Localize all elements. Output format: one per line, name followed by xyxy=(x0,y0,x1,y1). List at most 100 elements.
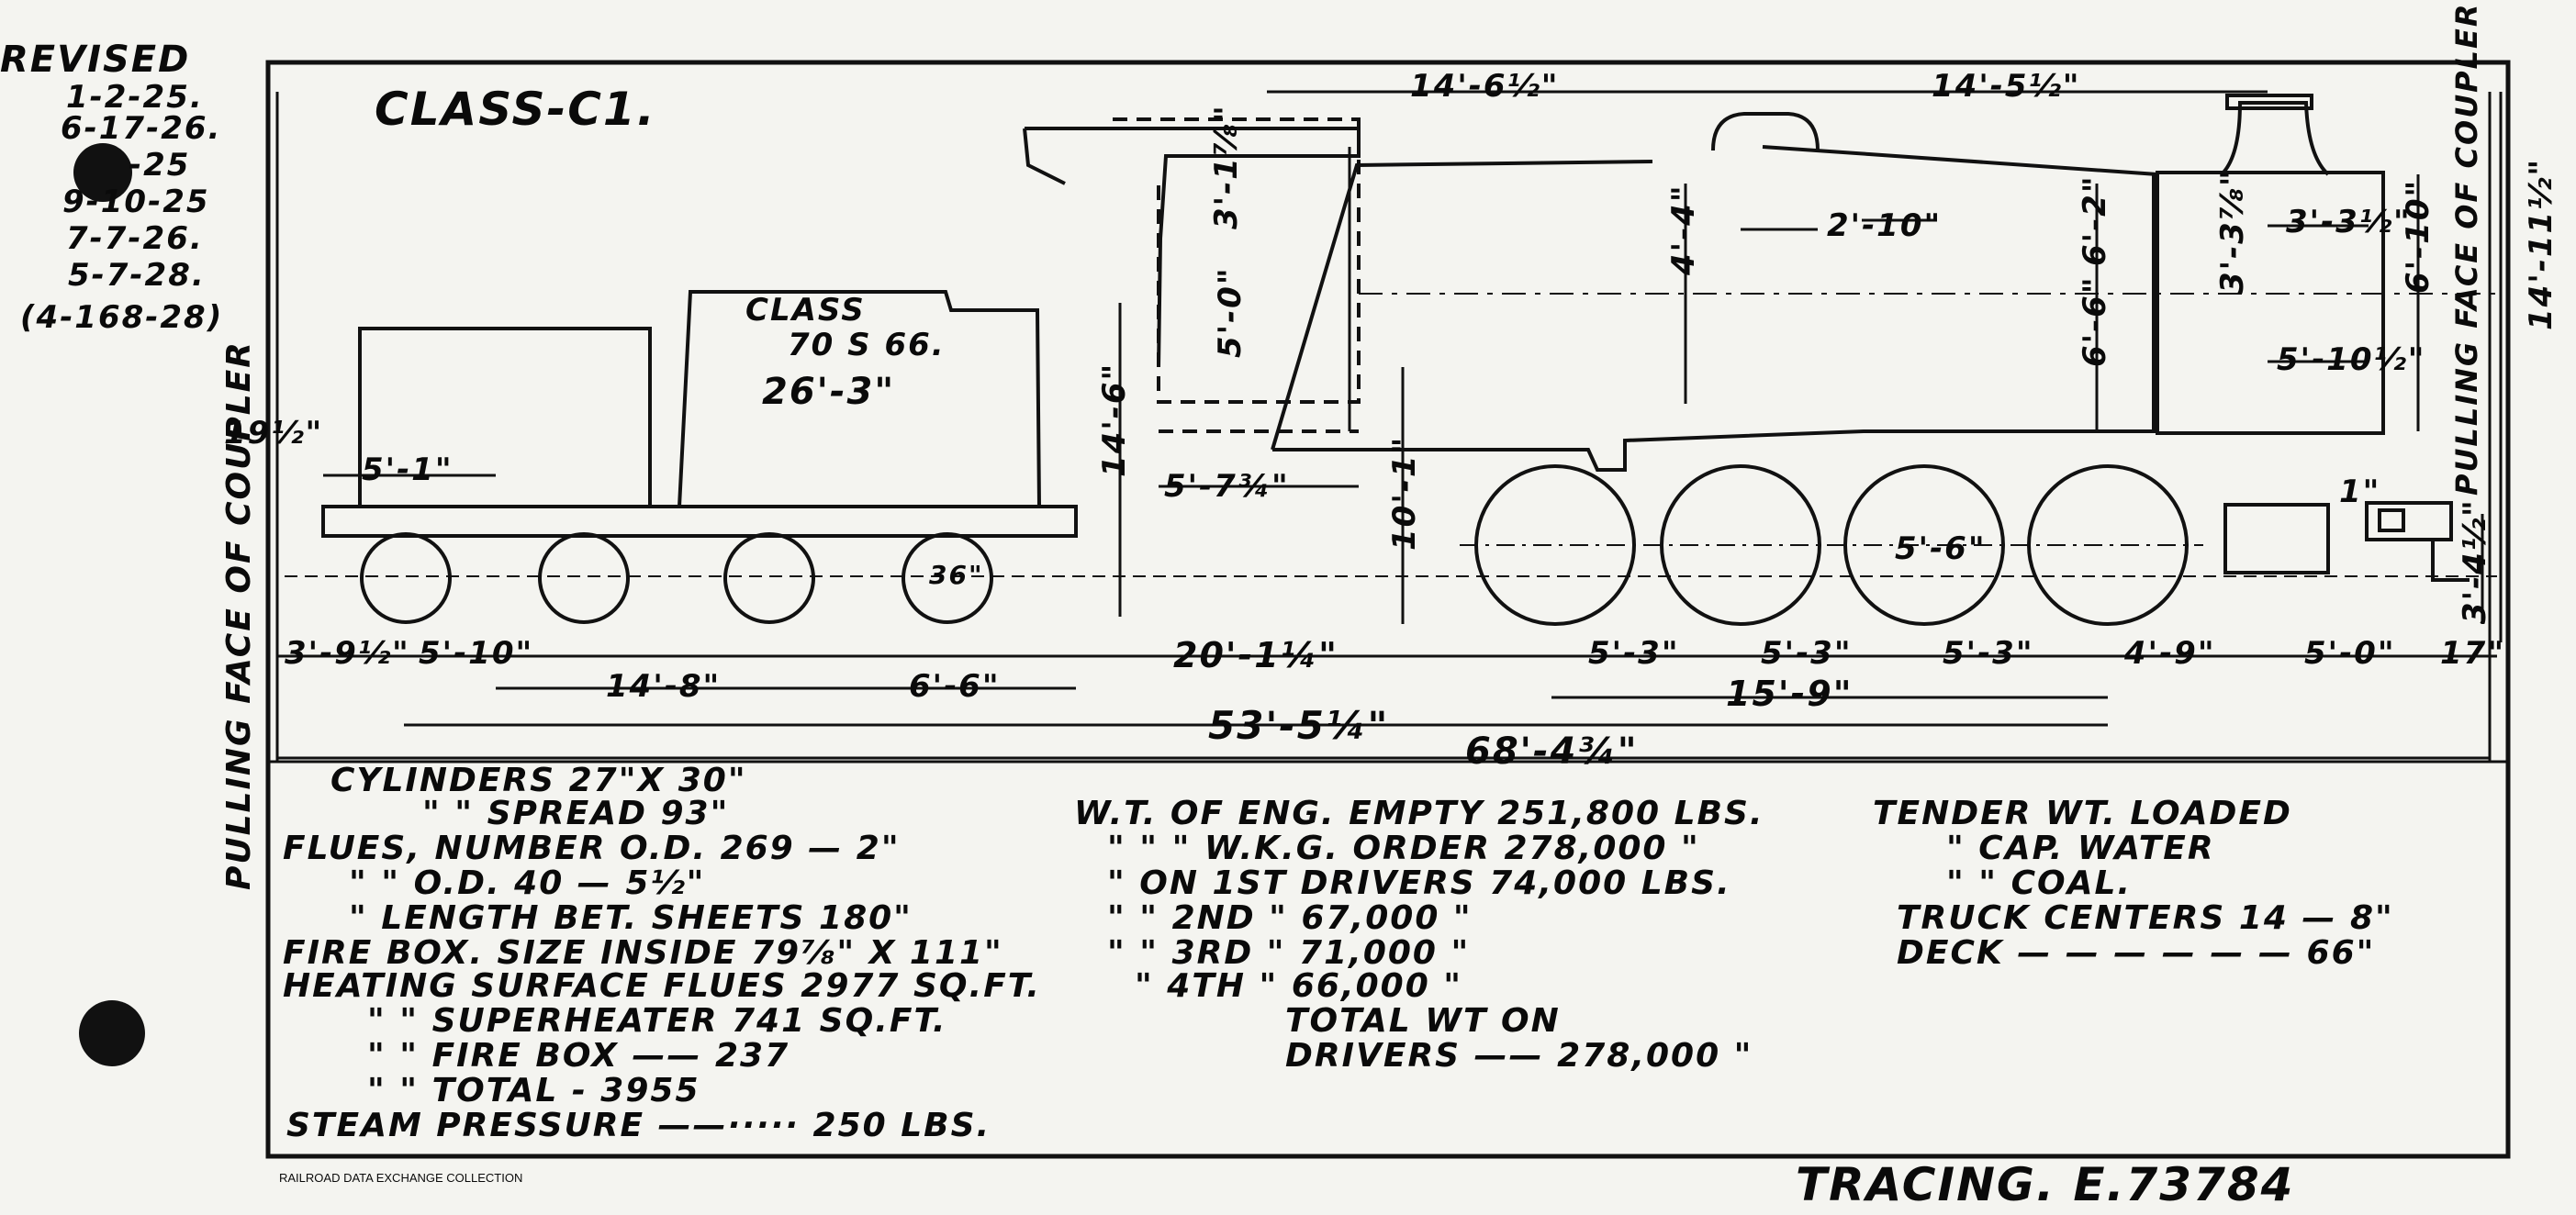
dim-label: 10'-1" xyxy=(1386,435,1423,551)
tender-front-body xyxy=(358,327,652,508)
ink-blot xyxy=(79,1000,145,1066)
dim-label: 5'-10" xyxy=(419,635,534,672)
revision-date: 5-7-28. xyxy=(68,257,206,294)
dim-label: 3'-1⅞" xyxy=(1208,104,1245,229)
spec-line: TOTAL WT ON xyxy=(1285,1002,1561,1040)
dim-label: 5'-6" xyxy=(1895,530,1987,567)
spec-line: " 4TH " 66,000 " xyxy=(1135,967,1463,1005)
tender xyxy=(321,290,1078,624)
cab-window xyxy=(1023,128,1066,185)
spec-line: " " COAL. xyxy=(1946,864,2133,902)
revision-date: (4-168-28) xyxy=(20,299,224,336)
tracing-number: TRACING. E.73784 xyxy=(1796,1158,2295,1211)
spec-line: " " 3RD " 71,000 " xyxy=(1107,934,1471,972)
dim-label: 17" xyxy=(2440,635,2506,672)
dim-label: 15'-9" xyxy=(1726,674,1854,714)
dim-label: 36" xyxy=(929,560,984,590)
firebox-front xyxy=(1271,160,1653,451)
revision-date: 7-7-26. xyxy=(66,220,204,257)
spec-line: " " 2ND " 67,000 " xyxy=(1107,899,1473,937)
spec-line: CYLINDERS 27"X 30" xyxy=(330,762,747,799)
dim-label: 5'-3" xyxy=(1761,635,1853,672)
spec-line: STEAM PRESSURE ——····· 250 LBS. xyxy=(286,1107,991,1144)
dim-label: 14'-6" xyxy=(1096,362,1133,477)
spec-line: " CAP. WATER xyxy=(1946,830,2215,867)
spec-line: FIRE BOX. SIZE INSIDE 79⅞" X 111" xyxy=(283,934,1003,972)
spec-line: TENDER WT. LOADED xyxy=(1873,795,2292,832)
spec-line: " LENGTH BET. SHEETS 180" xyxy=(349,899,913,937)
coupler-face-label-right: PULLING FACE OF COUPLER xyxy=(2449,2,2484,496)
dim-label: 1" xyxy=(2339,474,2381,510)
dim-label: 5'-7¾" xyxy=(1164,468,1290,505)
spec-line: " " SUPERHEATER 741 SQ.FT. xyxy=(367,1002,947,1040)
coupler xyxy=(2378,508,2405,532)
dim-label: 6'-6" xyxy=(909,668,1001,705)
pilot-step xyxy=(2431,540,2470,582)
dim-label: 4'-9" xyxy=(2124,635,2216,672)
boiler xyxy=(1271,94,2497,472)
revision-date: 6-17-26. xyxy=(61,110,222,147)
stack xyxy=(2220,101,2330,176)
cab-roof xyxy=(1025,127,1361,368)
tender-class-label: CLASS xyxy=(745,292,866,329)
spec-line: " " O.D. 40 — 5½" xyxy=(349,864,706,902)
dim-label: 20'-1¼" xyxy=(1173,635,1338,675)
spec-line: DECK — — — — — — 66" xyxy=(1897,934,2376,972)
spec-line: " " FIRE BOX —— 237 xyxy=(367,1037,790,1075)
revision-date: -25 xyxy=(129,147,191,184)
cylinder xyxy=(2223,503,2330,574)
dim-label: 5'-10½" xyxy=(2277,341,2426,378)
spec-line: DRIVERS —— 278,000 " xyxy=(1285,1037,1753,1075)
drawing-border xyxy=(265,60,2511,1159)
revision-date: 9-10-25 xyxy=(62,184,210,220)
dim-label: 14'-6½" xyxy=(1410,68,1560,105)
boiler-outline xyxy=(1272,145,2159,472)
pilot-beam xyxy=(2365,501,2453,541)
spec-line: " " SPREAD 93" xyxy=(422,795,730,832)
dim-label: 6'-2" xyxy=(2077,174,2113,266)
tender-wheel xyxy=(360,532,452,624)
tender-frame xyxy=(321,505,1078,538)
spec-line: " " TOTAL - 3955 xyxy=(367,1072,700,1109)
dim-label: 53'-5¼" xyxy=(1208,703,1390,748)
dim-label: 14'-5½" xyxy=(1932,68,2081,105)
tender-rear-body xyxy=(677,290,1042,508)
dim-label: 5'-0" xyxy=(2304,635,2396,672)
dim-label: 68'-4¾" xyxy=(1465,730,1639,773)
class-title: CLASS-C1. xyxy=(375,83,656,136)
revision-heading: REVISED xyxy=(0,39,191,81)
dim-label: 5'-3" xyxy=(1588,635,1680,672)
dim-label: 6'-10" xyxy=(2400,178,2436,294)
tender-wheel xyxy=(723,532,815,624)
dim-label: 26'-3" xyxy=(762,371,896,413)
dim-label: 6'-6" xyxy=(2077,275,2113,367)
dim-label: 4'-4" xyxy=(1665,184,1702,275)
tender-wheel xyxy=(902,532,993,624)
spec-line: FLUES, NUMBER O.D. 269 — 2" xyxy=(283,830,901,867)
dim-label: 5'-3" xyxy=(1943,635,2034,672)
spec-line: " " " W.K.G. ORDER 278,000 " xyxy=(1107,830,1700,867)
dim-label: 3'-3½" xyxy=(2286,204,2412,240)
ink-blot xyxy=(73,143,132,202)
tender-wheel xyxy=(538,532,630,624)
dim-label: 3'-3⅞" xyxy=(2214,168,2251,294)
spec-line: HEATING SURFACE FLUES 2977 SQ.FT. xyxy=(283,967,1041,1005)
dim-label: 5'-0" xyxy=(1212,266,1249,358)
tender-class-number: 70 S 66. xyxy=(788,327,946,363)
spec-line: TRUCK CENTERS 14 — 8" xyxy=(1897,899,2394,937)
dim-label: 19½" xyxy=(224,415,324,451)
dim-label: 2'-10" xyxy=(1827,207,1943,244)
vertical-dim-lines xyxy=(1118,92,2503,642)
dim-label: 14'-8" xyxy=(606,668,722,705)
dim-label: 3'-9½" xyxy=(285,635,410,672)
spec-line: " ON 1ST DRIVERS 74,000 LBS. xyxy=(1107,864,1731,902)
dim-label: 3'-4½" xyxy=(2457,498,2493,624)
spec-line: W.T. OF ENG. EMPTY 251,800 LBS. xyxy=(1074,795,1764,832)
dim-label: 14'-11½" xyxy=(2523,157,2559,330)
dim-label: 5'-1" xyxy=(362,451,454,488)
sand-dome xyxy=(1711,112,1820,151)
driving-wheels xyxy=(1460,464,2203,626)
collection-credit: RAILROAD DATA EXCHANGE COLLECTION xyxy=(279,1171,523,1185)
stack-cap xyxy=(2225,94,2313,110)
